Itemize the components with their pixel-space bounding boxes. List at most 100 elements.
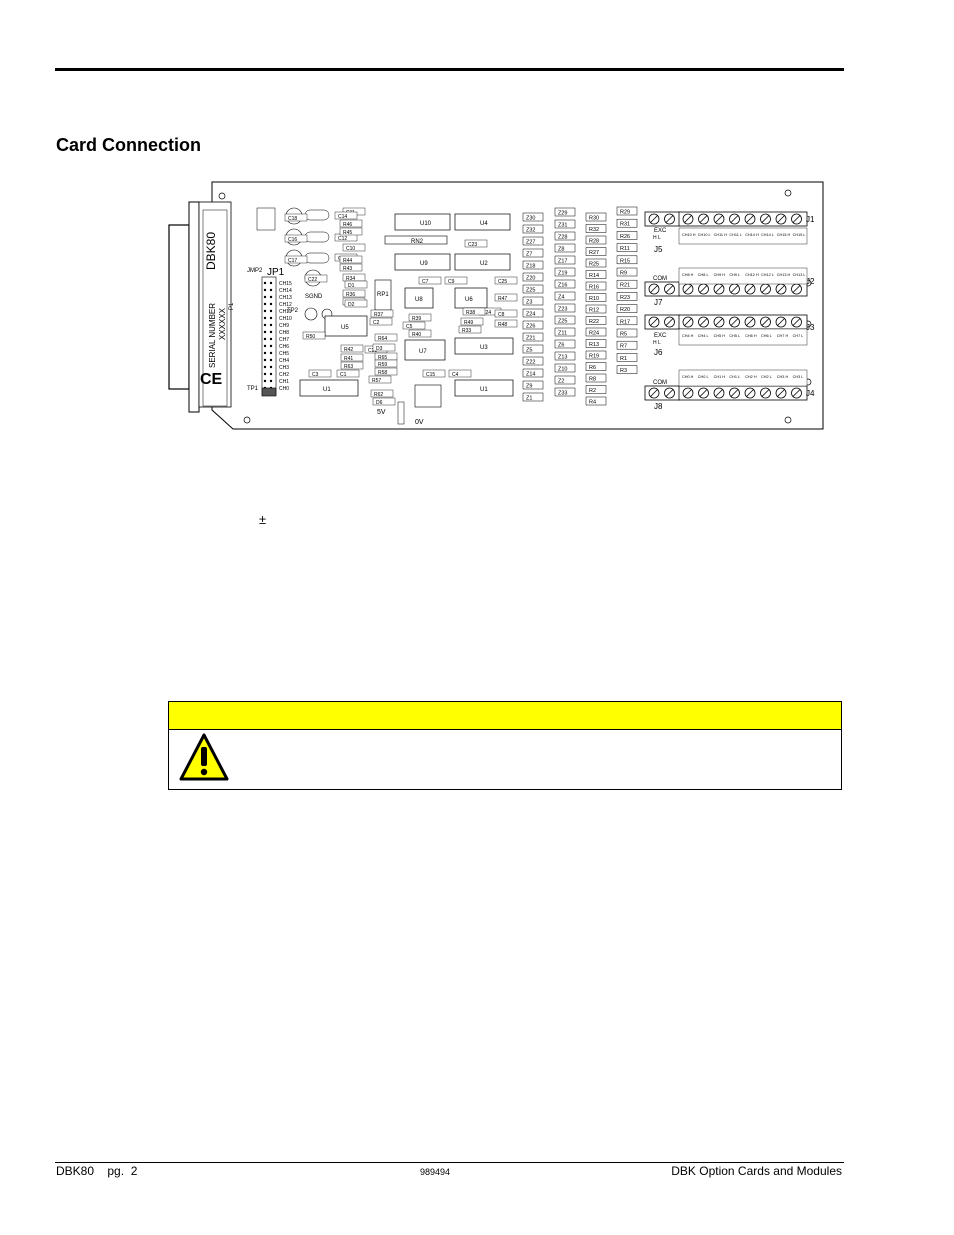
zener-body xyxy=(554,207,576,217)
plus-minus-symbol: ± xyxy=(259,512,267,527)
j2-channel-label: CH8 L xyxy=(698,273,709,277)
component-label: C23 xyxy=(468,242,477,248)
j3-channel-label: CH4 H xyxy=(682,334,694,338)
five-v-label: 5V xyxy=(377,409,386,416)
footer-title: DBK Option Cards and Modules xyxy=(671,1164,842,1178)
jp1-pin xyxy=(263,309,267,313)
component-body xyxy=(460,317,484,326)
misc-components: C11C10C18C14C16C12C17C13C22C23C7C9C25C24… xyxy=(284,207,518,406)
screw-slot xyxy=(730,215,739,223)
j2-channel-label: CH12 L xyxy=(761,273,774,277)
resistor-body xyxy=(585,270,607,279)
component-body xyxy=(336,369,360,378)
jp1-pin xyxy=(263,323,267,327)
serial-number-value: XXXXXX xyxy=(218,307,227,340)
zener-label: Z6 xyxy=(558,343,564,349)
resistor-label: R7 xyxy=(620,344,627,350)
screw-slot xyxy=(684,285,692,293)
screw-slot xyxy=(777,389,785,397)
screw-slot xyxy=(746,285,754,293)
svg-text:RP1: RP1 xyxy=(377,292,389,298)
component-label: C16 xyxy=(288,237,297,243)
zener-label: Z13 xyxy=(558,355,567,361)
component-body xyxy=(284,234,308,243)
resistor-body xyxy=(585,362,607,371)
zener-label: Z26 xyxy=(526,324,535,330)
jp1-pin xyxy=(269,344,273,348)
component-body xyxy=(408,329,432,338)
component-body xyxy=(339,255,363,264)
component-label: R47 xyxy=(498,296,507,302)
screw-slot xyxy=(715,389,723,397)
screw-slot xyxy=(761,389,770,397)
component-label: R65 xyxy=(378,355,387,361)
resistor-label: R8 xyxy=(589,377,596,383)
resistor-body xyxy=(585,316,607,325)
zener-label: Z7 xyxy=(526,252,532,258)
component-label: R63 xyxy=(344,364,353,370)
screw-slot xyxy=(777,215,785,223)
zener-label: Z17 xyxy=(558,259,567,265)
svg-text:U9: U9 xyxy=(420,261,428,267)
resistor-label: R10 xyxy=(589,296,599,302)
chip-u8 xyxy=(404,287,434,309)
component-label: D1 xyxy=(348,283,355,289)
resistor-label: R13 xyxy=(589,342,599,348)
component-body xyxy=(374,333,398,342)
component-label: R41 xyxy=(344,356,353,362)
zener-label: Z18 xyxy=(526,264,535,270)
component-label: C18 xyxy=(288,216,297,222)
component-body xyxy=(339,219,363,228)
component-body xyxy=(339,227,363,236)
zener-body xyxy=(522,224,544,234)
component-body xyxy=(494,276,518,285)
svg-text:U6: U6 xyxy=(465,297,473,303)
ce-mark: CE xyxy=(200,371,223,388)
jp1-pin xyxy=(269,288,273,292)
resistor-label: R28 xyxy=(589,239,599,245)
zener-body xyxy=(522,308,544,318)
resistor-body xyxy=(585,350,607,360)
component-body xyxy=(369,317,393,326)
j3-channel-label: CH7 H xyxy=(777,334,789,338)
resistor-body xyxy=(585,385,607,394)
zener-body xyxy=(522,296,544,306)
zener-body xyxy=(522,344,544,354)
resistor-body xyxy=(616,267,638,277)
zener-label: Z28 xyxy=(558,235,567,241)
component-body xyxy=(494,319,518,328)
screw-slot xyxy=(715,285,723,293)
jp1-pin xyxy=(269,351,273,355)
jp1-pin-label: CH6 xyxy=(279,344,289,350)
zener-label: Z14 xyxy=(526,372,535,378)
resistor-label: R1 xyxy=(620,356,627,362)
component-label: C8 xyxy=(498,312,505,318)
jp1-pin xyxy=(269,372,273,376)
component-label: R58 xyxy=(378,370,387,376)
screw-slot xyxy=(665,318,674,326)
jp1-pin-label: CH5 xyxy=(279,351,289,357)
jp1-pin-label: CH0 xyxy=(279,386,289,392)
jp1-pin-label: CH14 xyxy=(279,288,292,294)
j3-channel-label: CH6 H xyxy=(745,334,757,338)
svg-text:U8: U8 xyxy=(415,297,423,303)
zener-body xyxy=(522,332,544,342)
board-layout-figure: DBK80 SERIAL NUMBER XXXXXX P1 CE JMP2 JP… xyxy=(165,180,827,434)
zener-body xyxy=(554,291,576,301)
resistor-body xyxy=(585,396,607,406)
jp1-pin xyxy=(263,281,267,285)
jmp2-label: JMP2 xyxy=(247,268,263,274)
hl-label-bottom: H L xyxy=(653,340,661,346)
caution-header-bar xyxy=(169,702,841,730)
resistor-body xyxy=(616,206,638,216)
component-body xyxy=(408,313,432,322)
screw-slot xyxy=(650,318,658,326)
resistor-label: R22 xyxy=(589,319,599,325)
jp1-pin xyxy=(263,302,267,306)
screw-slot xyxy=(761,285,770,293)
zener-label: Z11 xyxy=(558,331,567,337)
zener-label: Z29 xyxy=(558,211,567,217)
resistor-body xyxy=(616,328,638,338)
component-body xyxy=(418,276,442,285)
zener-body xyxy=(554,327,576,337)
